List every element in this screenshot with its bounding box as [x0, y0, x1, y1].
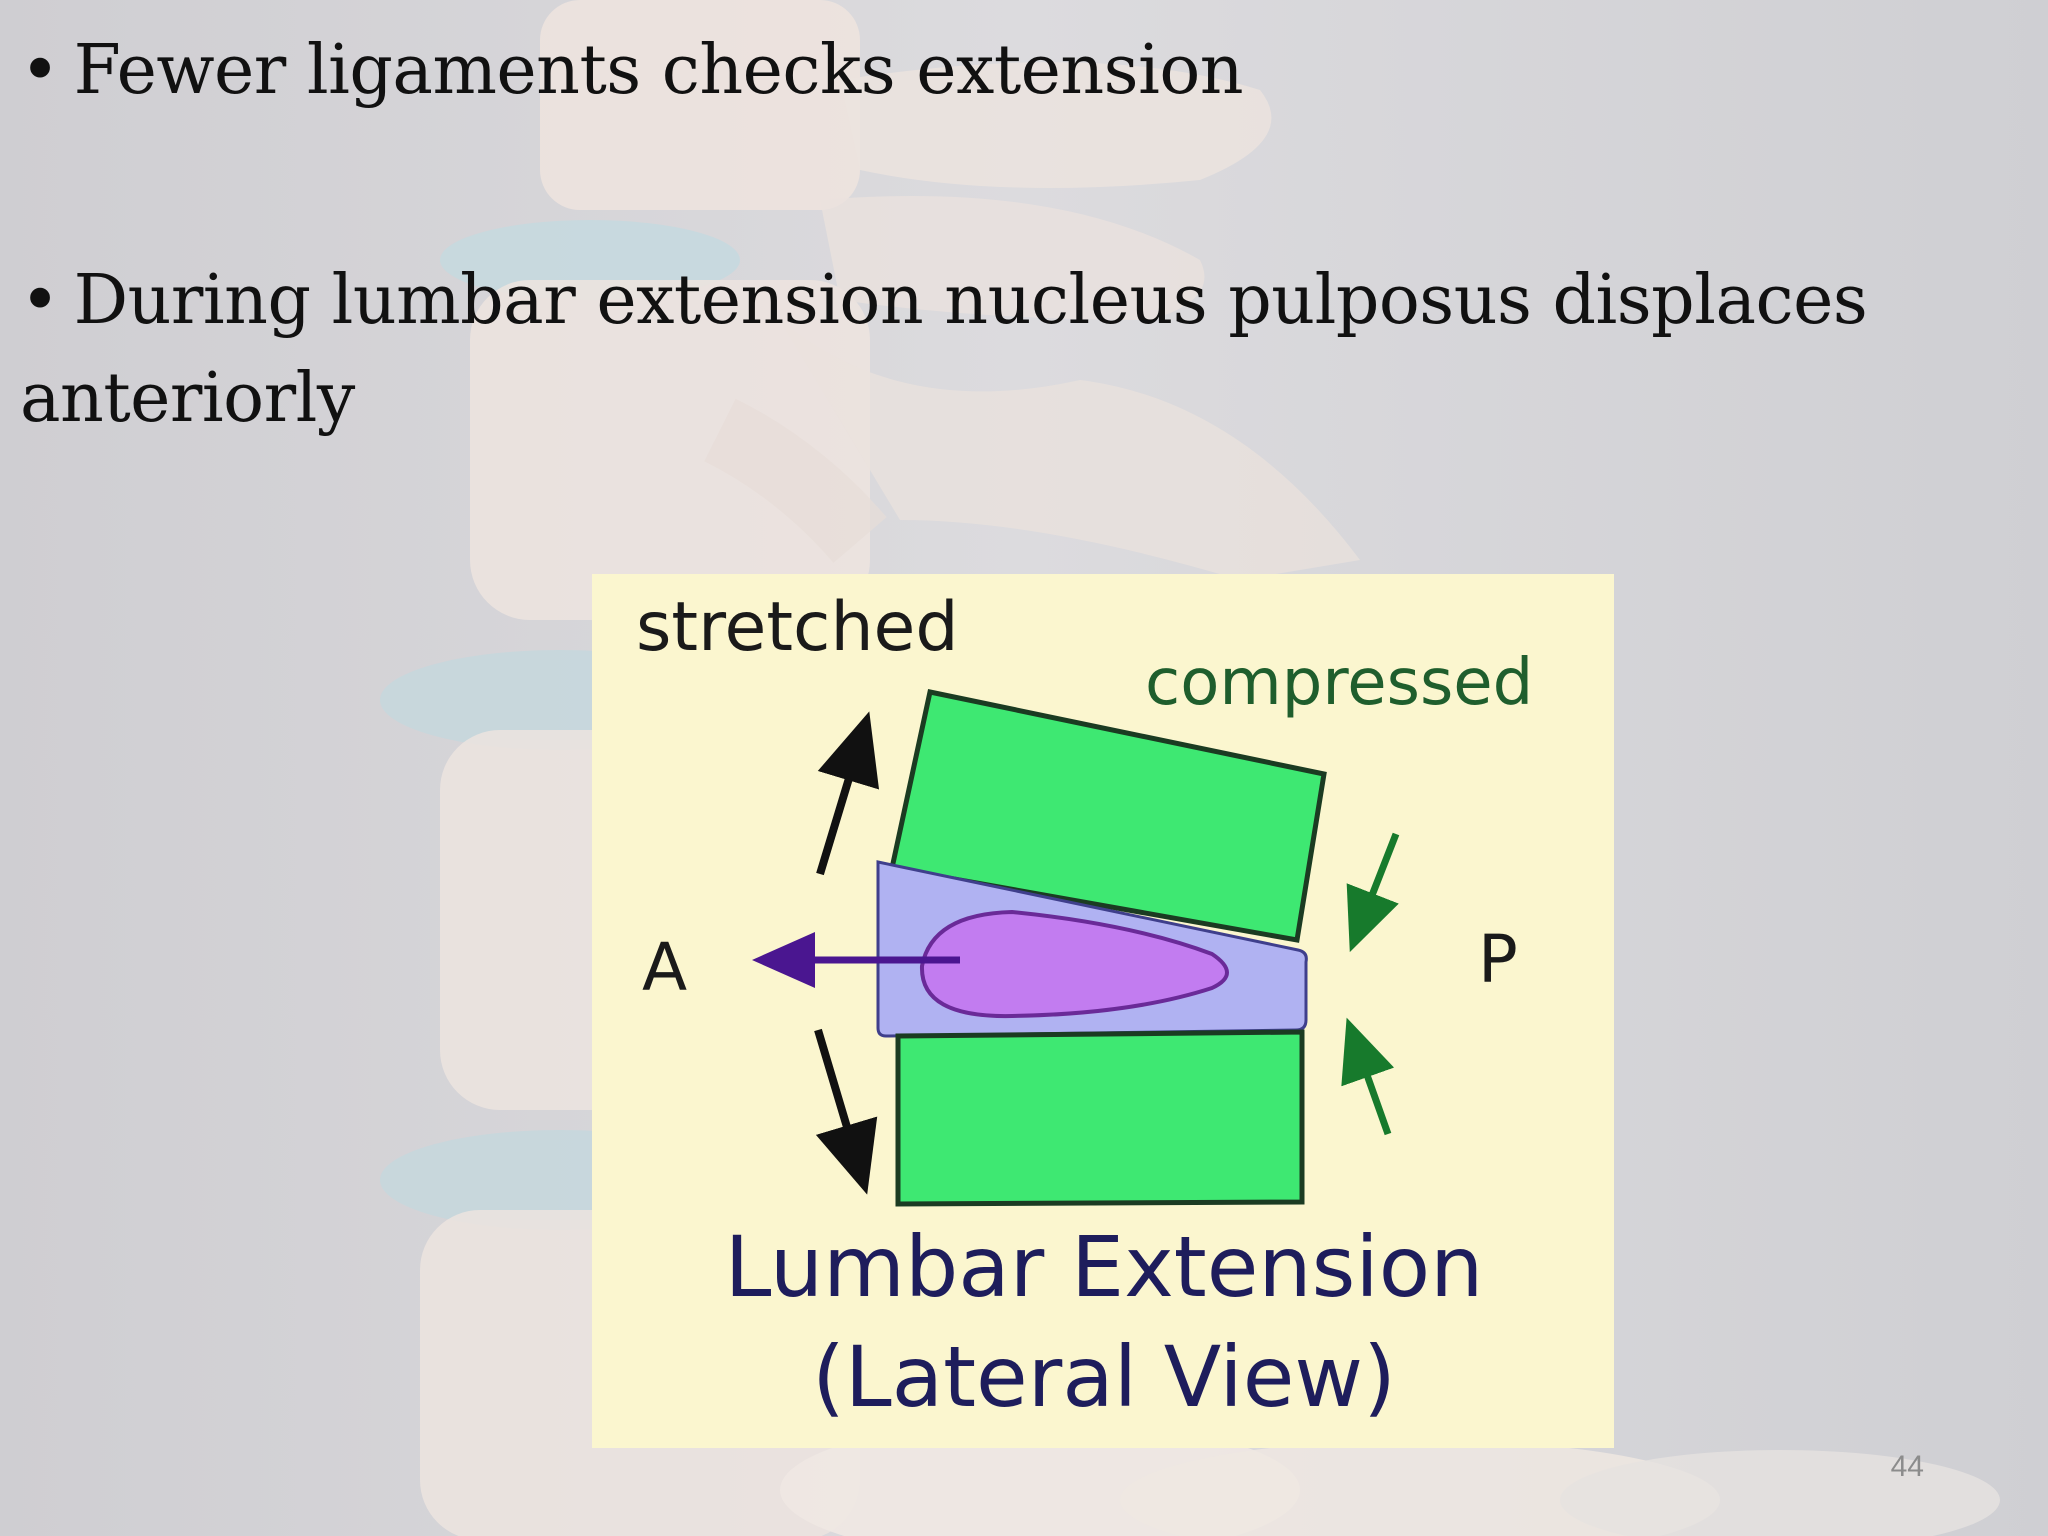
compressed-label: compressed	[1145, 646, 1533, 720]
stretched-label: stretched	[636, 588, 959, 667]
posterior-label: P	[1478, 921, 1518, 998]
lumbar-extension-diagram: stretched compressed A P Lumbar Extensio…	[592, 574, 1614, 1448]
stretch-arrow-up	[816, 711, 880, 876]
bullet-item: •Fewer ligaments checks extension	[20, 22, 1920, 120]
bullet-item: •During lumbar extension nucleus pulposu…	[20, 252, 1940, 448]
stretch-arrow-down	[814, 1028, 878, 1195]
lower-vertebra	[895, 1029, 1305, 1207]
upper-vertebra	[889, 689, 1327, 943]
bullet-text: During lumbar extension nucleus pulposus…	[20, 261, 1868, 438]
page-number: 44	[1890, 1450, 1924, 1483]
caption-line-1: Lumbar Extension	[725, 1218, 1484, 1316]
nucleus-pulposus	[919, 909, 1229, 1019]
bullet-marker: •	[20, 261, 60, 340]
caption-line-2: (Lateral View)	[812, 1328, 1396, 1426]
bullet-marker: •	[20, 31, 60, 110]
compression-arrow-down	[1346, 832, 1400, 953]
bullet-text: Fewer ligaments checks extension	[73, 31, 1244, 110]
anterior-label: A	[642, 929, 687, 1006]
compression-arrow-up	[1341, 1017, 1395, 1136]
